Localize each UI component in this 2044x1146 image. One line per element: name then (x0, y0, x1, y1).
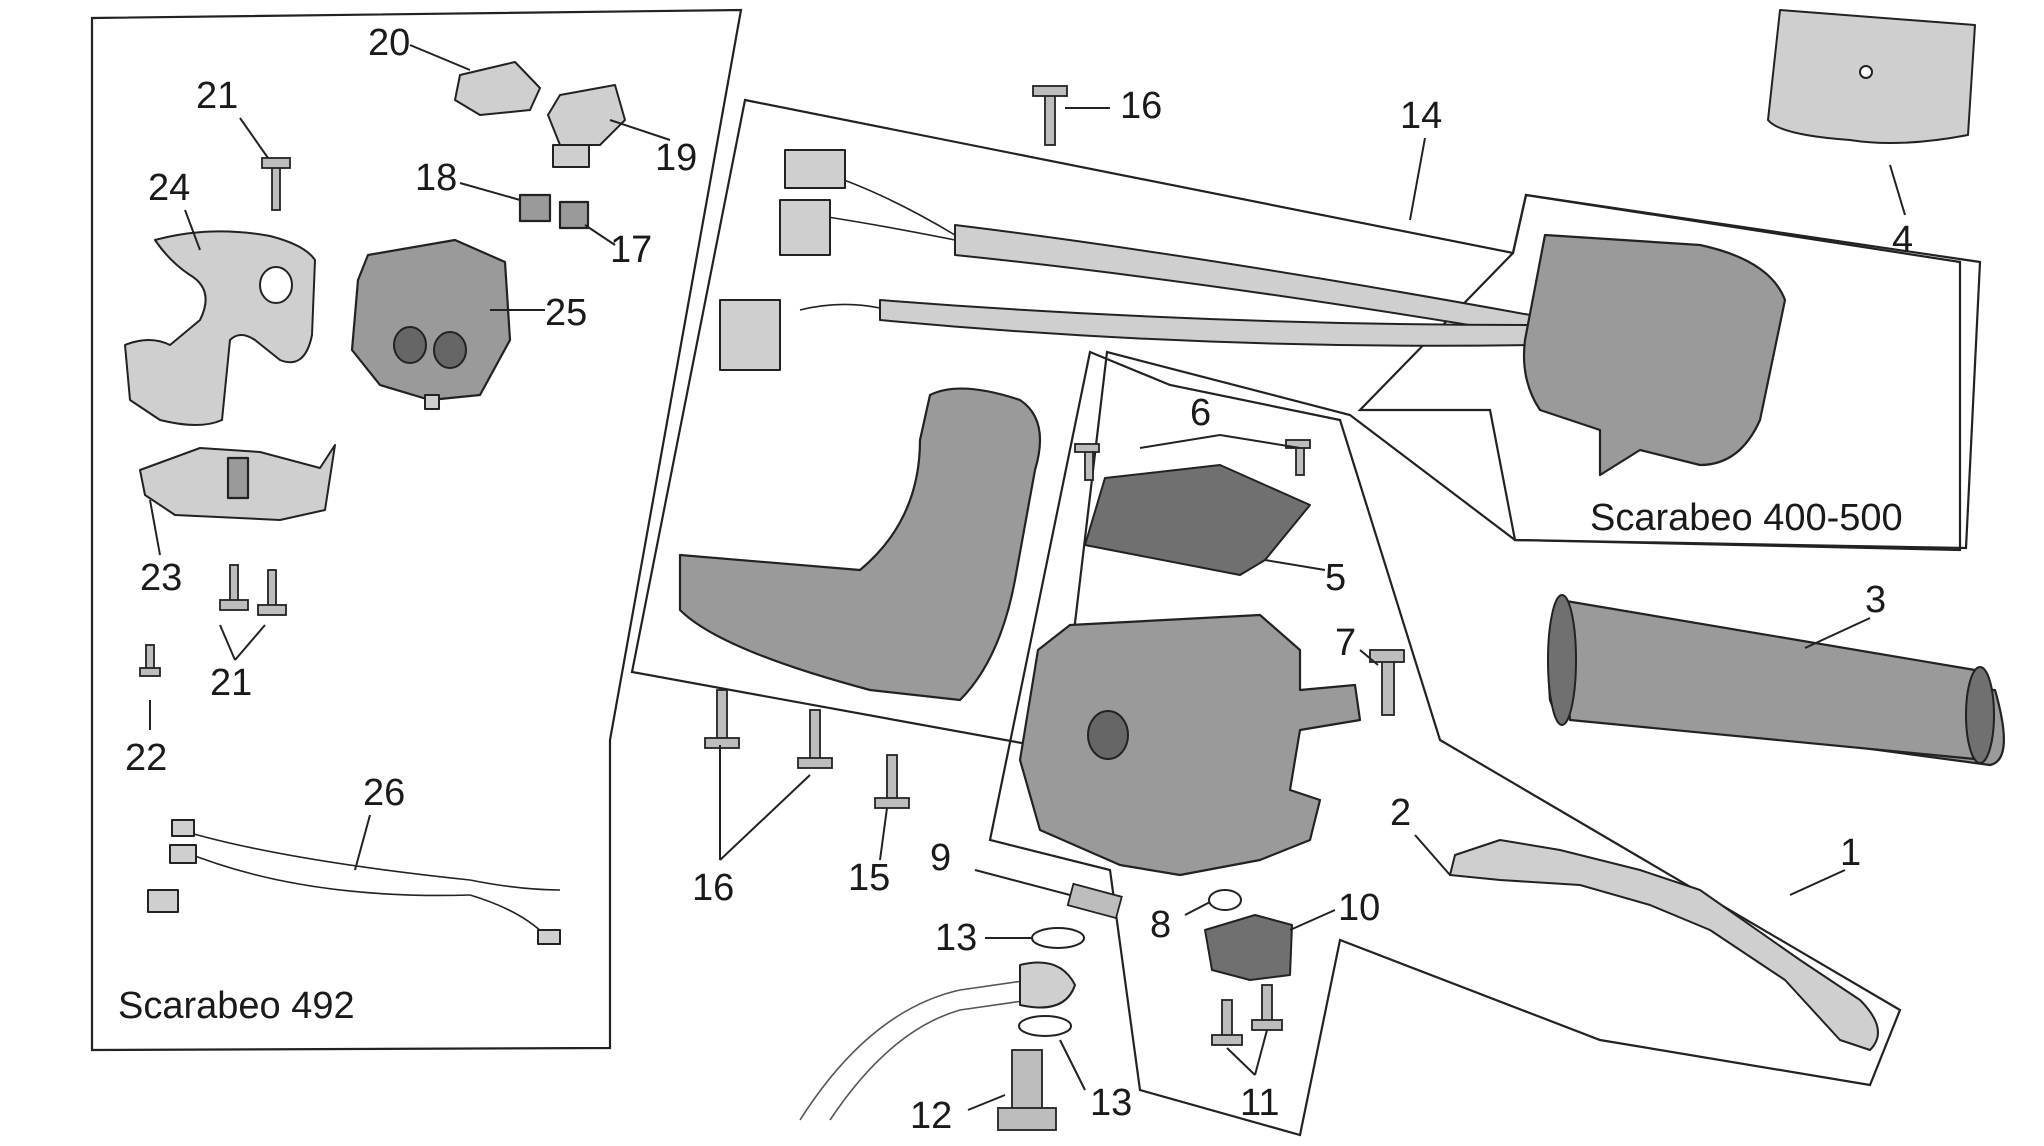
cover-4 (1767, 9, 1976, 145)
screws-6 (1074, 439, 1311, 481)
callout-11: 11 (1240, 1082, 1279, 1124)
callout-26: 26 (363, 772, 405, 814)
callout-10: 10 (1338, 887, 1380, 929)
callout-22: 22 (125, 737, 167, 779)
callout-1: 1 (1840, 832, 1861, 874)
callout-7: 7 (1335, 622, 1356, 664)
callout-8: 8 (1150, 904, 1171, 946)
callout-23: 23 (140, 557, 182, 599)
switch-housing-25 (350, 238, 512, 410)
grip-3 (1547, 594, 2005, 767)
callout-15: 15 (848, 857, 890, 899)
screws-21 (219, 157, 291, 616)
screw-15 (874, 754, 910, 809)
switch-20 (454, 61, 541, 116)
callout-16-bottom: 16 (692, 867, 734, 909)
washer-8 (1208, 889, 1242, 911)
callout-2: 2 (1390, 792, 1411, 834)
callout-18: 18 (415, 157, 457, 199)
switch-9 (1066, 882, 1123, 920)
scarabeo-400-500-box (1357, 193, 1982, 550)
reservoir-cover-5 (1084, 464, 1311, 576)
lower-switch-cover (678, 387, 1042, 702)
callout-12: 12 (910, 1095, 952, 1137)
screws-11 (1211, 984, 1283, 1046)
callout-24: 24 (148, 167, 190, 209)
banjo-bolt-12 (997, 1049, 1057, 1131)
wiring-harness-26 (147, 819, 561, 945)
switch-19 (547, 84, 626, 168)
screw-16-top (1032, 85, 1068, 146)
label-scarabeo-492: Scarabeo 492 (118, 985, 355, 1027)
switch-18 (518, 193, 552, 223)
callout-3: 3 (1865, 579, 1886, 621)
screw-22 (139, 644, 161, 677)
callout-13-bottom: 13 (1090, 1082, 1132, 1124)
callout-4: 4 (1892, 219, 1913, 261)
callout-5: 5 (1325, 557, 1346, 599)
label-scarabeo-400-500: Scarabeo 400-500 (1590, 497, 1903, 539)
switch-17 (558, 200, 590, 230)
base-plate-23 (139, 444, 336, 521)
brake-hose (799, 961, 1076, 1121)
callout-19: 19 (655, 137, 697, 179)
master-cylinder (1018, 613, 1362, 877)
cable-harness-14 (719, 149, 1531, 371)
callout-numbers: 20 21 19 18 17 24 25 23 21 22 26 16 14 4… (125, 22, 1913, 1137)
scarabeo-492-box (90, 8, 743, 1052)
screws-16-lower (704, 689, 833, 769)
callout-21-bottom: 21 (210, 662, 252, 704)
callout-16-top: 16 (1120, 85, 1162, 127)
callout-20: 20 (368, 22, 410, 64)
bolt-7 (1369, 649, 1405, 716)
callout-25: 25 (545, 292, 587, 334)
callout-6: 6 (1190, 392, 1211, 434)
master-cylinder-box (988, 350, 1902, 1137)
callout-17: 17 (610, 229, 652, 271)
switch-cover-24 (124, 230, 316, 426)
lever-1 (1449, 839, 1879, 1051)
callout-14: 14 (1400, 95, 1442, 137)
housing-400-500 (1522, 233, 1787, 477)
callout-21-top: 21 (196, 75, 238, 117)
callout-13-top: 13 (935, 917, 977, 959)
clamp-10 (1204, 914, 1293, 981)
leader-lines (149, 44, 1906, 1111)
callout-9: 9 (930, 837, 951, 879)
